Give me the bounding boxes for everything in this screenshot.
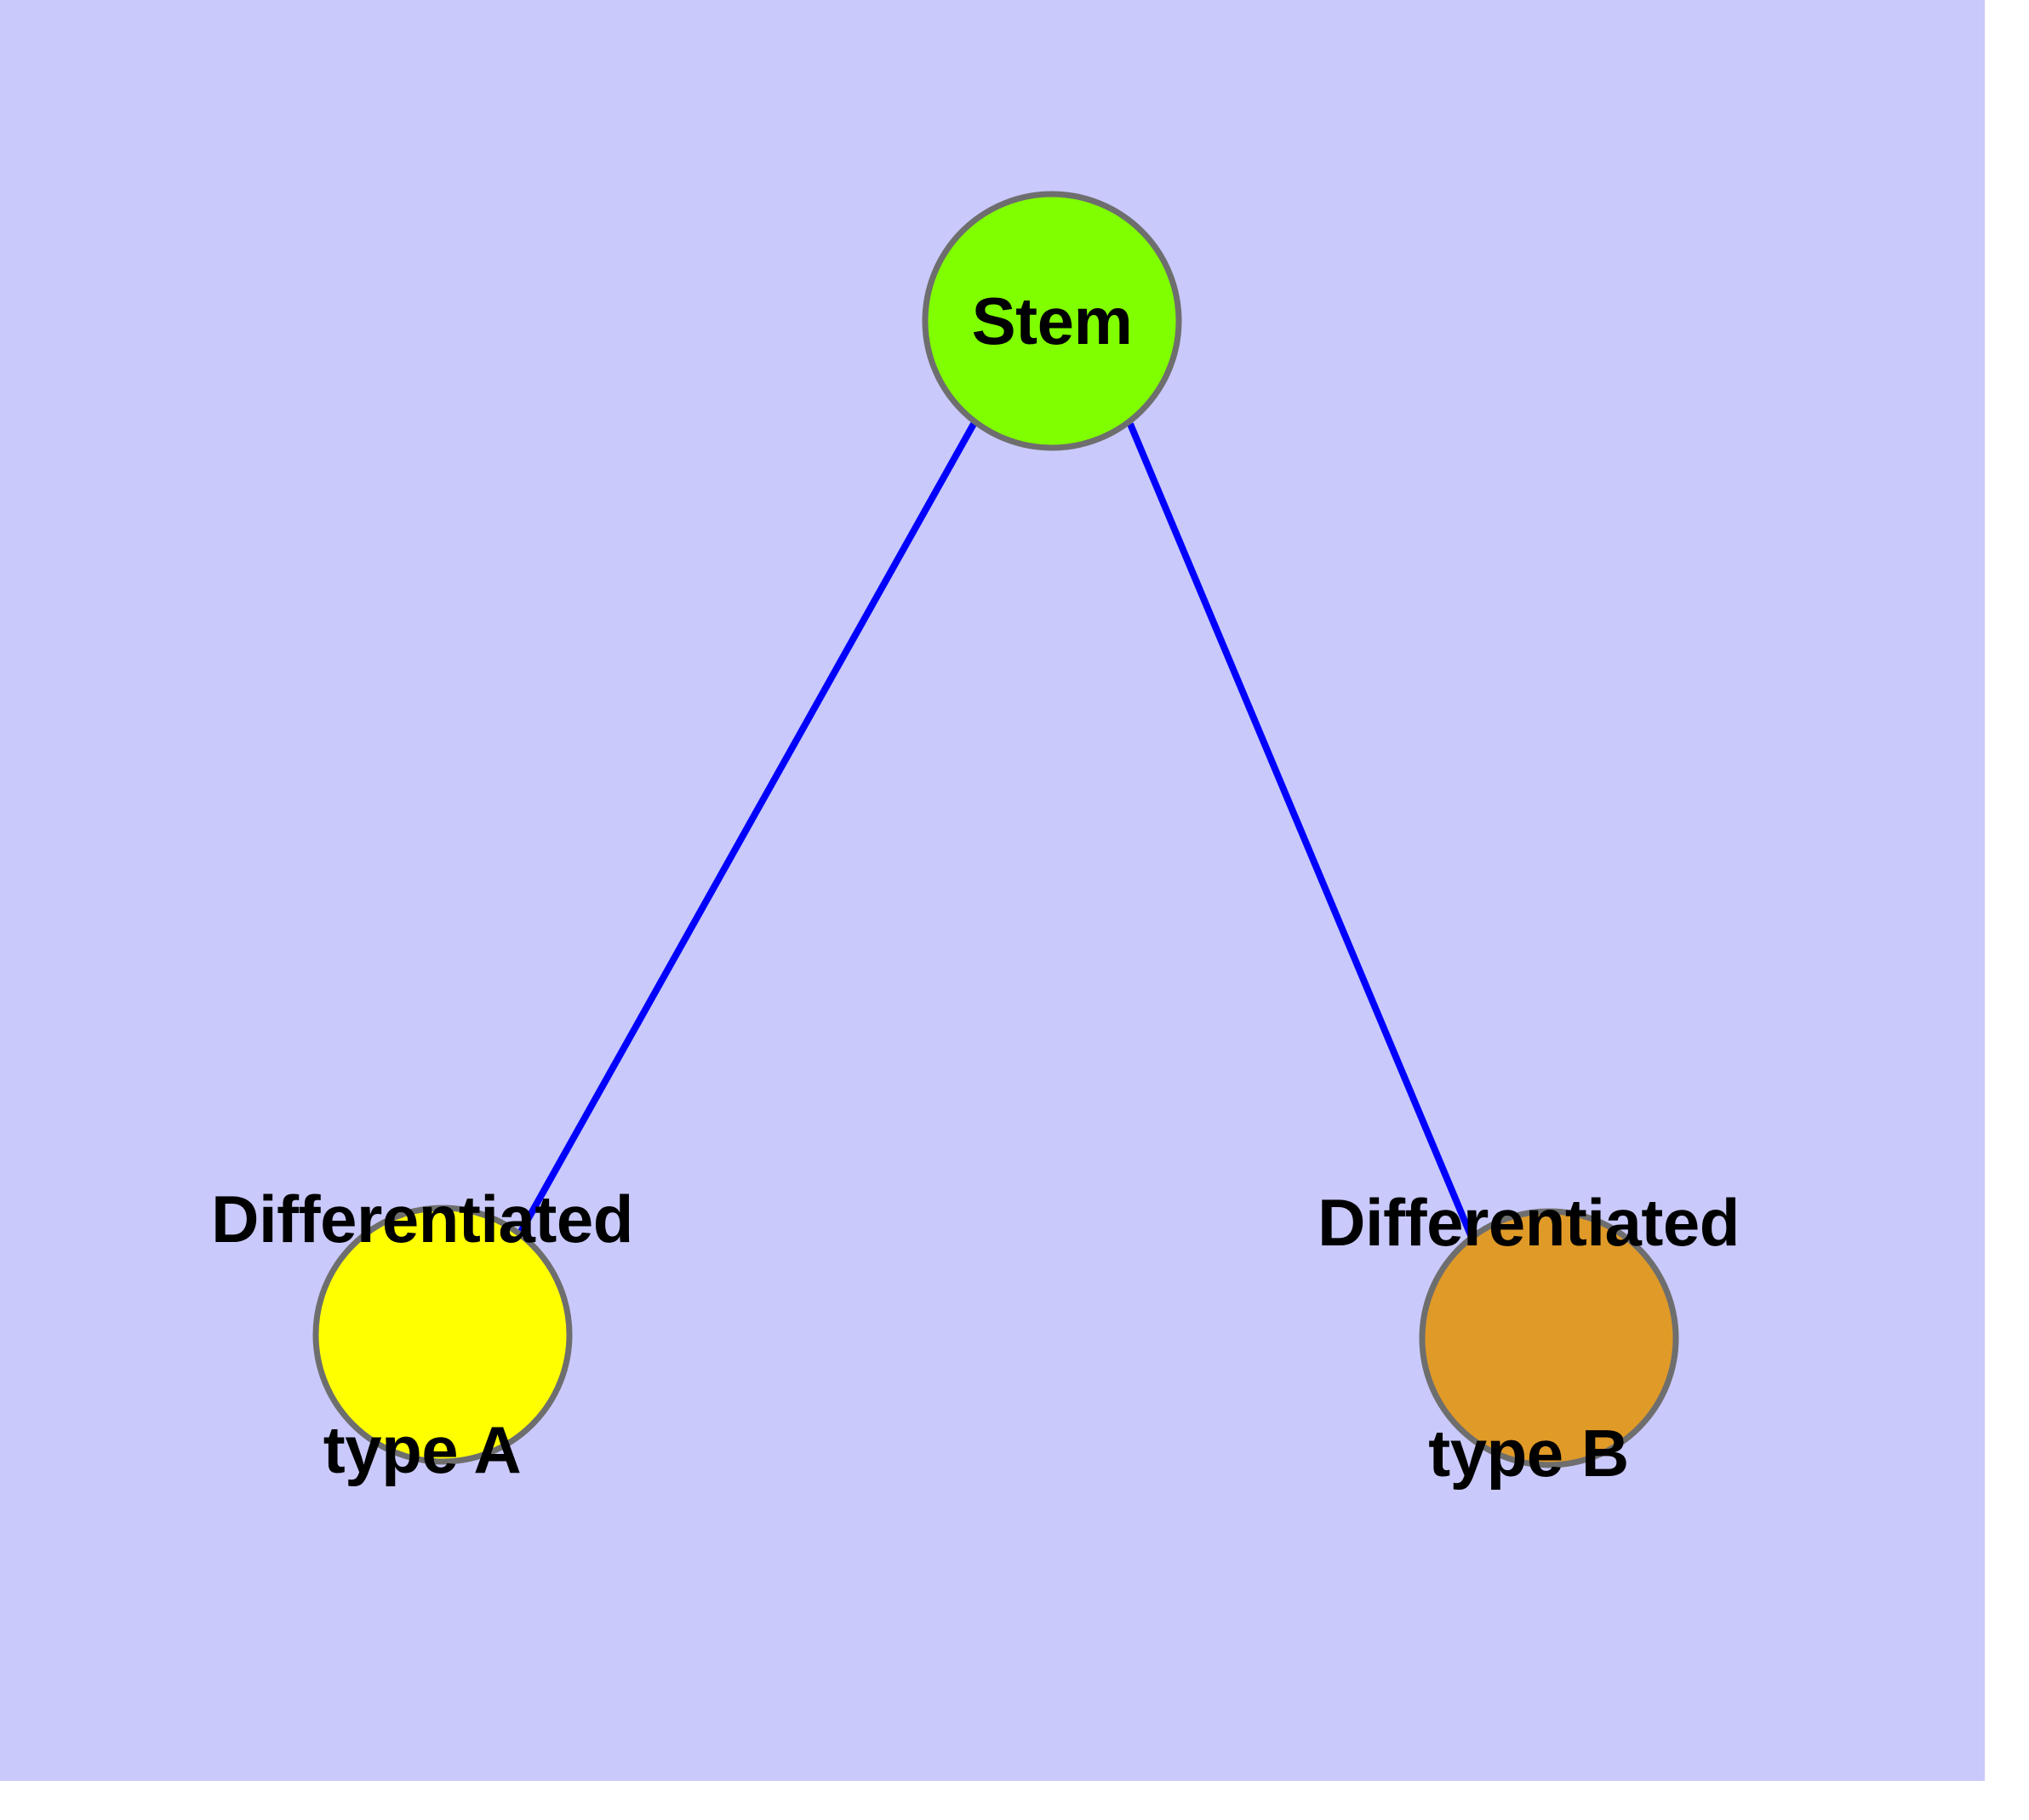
node-differentiated-type-a[interactable] <box>312 1205 573 1465</box>
node-stem[interactable] <box>922 191 1182 451</box>
node-differentiated-type-b[interactable] <box>1419 1208 1679 1468</box>
graph-canvas: Stem Differentiated type A Differentiate… <box>0 0 1985 1781</box>
graph-svg <box>312 191 1679 1468</box>
edge-stem-to-differentiated-type-b <box>1127 422 1474 1237</box>
edge-stem-to-differentiated-type-a <box>517 422 977 1233</box>
